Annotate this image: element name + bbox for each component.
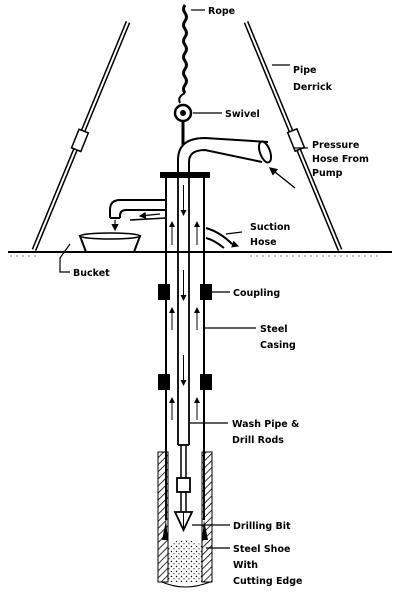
label-with: With: [233, 560, 258, 571]
bucket: [78, 232, 142, 253]
label-pressure: Pressure: [312, 140, 359, 151]
label-hose-from: Hose From: [312, 154, 369, 165]
suction-hose: [205, 227, 240, 249]
label-drill-rods: Drill Rods: [232, 435, 284, 446]
drilling-bit: [173, 511, 194, 533]
label-casing: Casing: [260, 340, 296, 351]
label-steel-shoe: Steel Shoe: [233, 544, 290, 555]
pressure-hose: [177, 136, 296, 189]
label-derrick: Derrick: [293, 82, 333, 93]
swivel: [173, 103, 193, 145]
label-swivel: Swivel: [225, 109, 260, 120]
flow-arrows: [169, 185, 200, 420]
coupling-lower: [158, 374, 212, 390]
label-suction: Suction: [250, 222, 291, 233]
leader-bucket: [59, 243, 71, 273]
label-pump: Pump: [312, 168, 343, 179]
label-hose: Hose: [250, 237, 277, 248]
derrick-right-leg: [243, 21, 343, 251]
leader-suction-hose: [225, 231, 243, 235]
borehole-walls: [157, 451, 213, 583]
label-rope: Rope: [208, 6, 235, 17]
coupling-upper: [158, 284, 212, 300]
label-pipe: Pipe: [293, 65, 316, 76]
wash-pipe: [176, 178, 191, 512]
leader-lines: [59, 9, 308, 549]
label-steel: Steel: [260, 324, 288, 335]
suction-spout: [109, 199, 167, 232]
soil-cuttings: [161, 540, 211, 588]
labels: Rope Pipe Derrick Swivel Pressure Hose F…: [73, 6, 369, 587]
label-cutting-edge: Cutting Edge: [233, 576, 302, 587]
label-drilling-bit: Drilling Bit: [233, 521, 291, 532]
derrick-left-leg: [31, 21, 131, 251]
label-bucket: Bucket: [73, 268, 110, 279]
label-wash-pipe: Wash Pipe &: [232, 419, 299, 430]
ground-line: [8, 251, 392, 257]
label-coupling: Coupling: [233, 288, 280, 299]
rope: [178, 4, 188, 104]
casing-cap: [160, 172, 210, 178]
